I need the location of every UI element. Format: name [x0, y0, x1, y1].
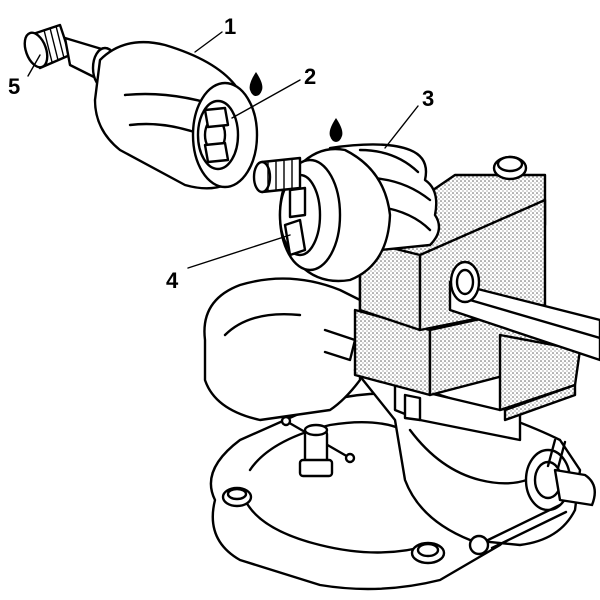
vise-handle-knob [468, 534, 490, 556]
callout-1: 1 [224, 14, 236, 39]
callout-2: 2 [304, 64, 316, 89]
callout-3: 3 [422, 86, 434, 111]
cv-joint-housing [23, 23, 259, 190]
clamp-bolt [492, 155, 528, 181]
axle-shaft [448, 260, 600, 362]
callout-4: 4 [166, 268, 179, 293]
oil-drop-icon [249, 72, 263, 96]
bench-vise [203, 277, 596, 591]
callout-5: 5 [8, 74, 20, 99]
oil-drop-icon [329, 118, 343, 142]
leader-lines [27, 31, 419, 269]
outer-race-boot [252, 143, 441, 283]
